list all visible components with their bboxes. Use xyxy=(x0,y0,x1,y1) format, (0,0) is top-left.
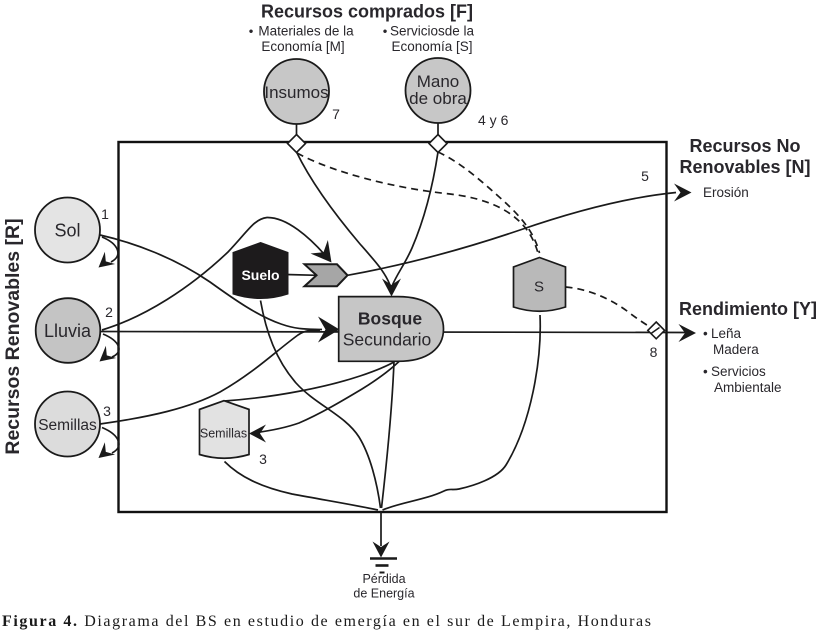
svg-text:7: 7 xyxy=(332,106,340,122)
svg-text:5: 5 xyxy=(641,168,649,184)
svg-text:Leña: Leña xyxy=(711,326,742,341)
svg-text:•: • xyxy=(703,326,708,341)
svg-text:Insumos: Insumos xyxy=(264,83,328,102)
svg-text:Bosque: Bosque xyxy=(358,309,422,329)
svg-text:de Energía: de Energía xyxy=(353,587,414,601)
svg-text:Semillas: Semillas xyxy=(38,417,97,434)
svg-text:Sol: Sol xyxy=(54,221,80,241)
svg-text:•: • xyxy=(383,24,388,39)
svg-text:Economía [M]: Economía [M] xyxy=(261,39,344,54)
svg-text:3: 3 xyxy=(103,403,111,419)
svg-text:2: 2 xyxy=(105,304,113,320)
svg-text:Madera: Madera xyxy=(713,342,759,357)
svg-text:4 y 6: 4 y 6 xyxy=(478,112,509,128)
svg-text:Secundario: Secundario xyxy=(343,330,432,350)
svg-text:Recursos comprados [F]: Recursos comprados [F] xyxy=(261,2,473,22)
svg-text:1: 1 xyxy=(101,206,109,222)
svg-text:•: • xyxy=(249,24,254,39)
svg-text:Recursos No: Recursos No xyxy=(689,136,800,156)
svg-text:Rendimiento [Y]: Rendimiento [Y] xyxy=(679,299,817,319)
svg-text:•: • xyxy=(703,364,708,379)
svg-text:3: 3 xyxy=(259,451,267,467)
svg-text:Pérdida: Pérdida xyxy=(362,572,405,586)
svg-text:Lluvia: Lluvia xyxy=(44,321,92,341)
svg-text:de obra: de obra xyxy=(409,89,467,108)
svg-text:Servicios: Servicios xyxy=(711,364,766,379)
svg-text:Suelo: Suelo xyxy=(241,267,279,283)
svg-text:Economía [S]: Economía [S] xyxy=(391,39,472,54)
svg-text:Ambientale: Ambientale xyxy=(714,380,782,395)
svg-text:Mano: Mano xyxy=(417,72,460,91)
svg-text:Recursos Renovables [R]: Recursos Renovables [R] xyxy=(2,218,24,454)
svg-text:Materiales de la: Materiales de la xyxy=(258,24,354,39)
svg-text:Serviciosde la: Serviciosde la xyxy=(390,24,475,39)
svg-text:Renovables [N]: Renovables [N] xyxy=(679,157,810,177)
svg-text:8: 8 xyxy=(650,344,658,360)
svg-text:Figura 4. Diagrama del BS en e: Figura 4. Diagrama del BS en estudio de … xyxy=(2,613,653,630)
svg-text:Semillas: Semillas xyxy=(200,427,247,441)
svg-text:S: S xyxy=(534,279,544,296)
svg-text:Erosión: Erosión xyxy=(703,185,749,200)
